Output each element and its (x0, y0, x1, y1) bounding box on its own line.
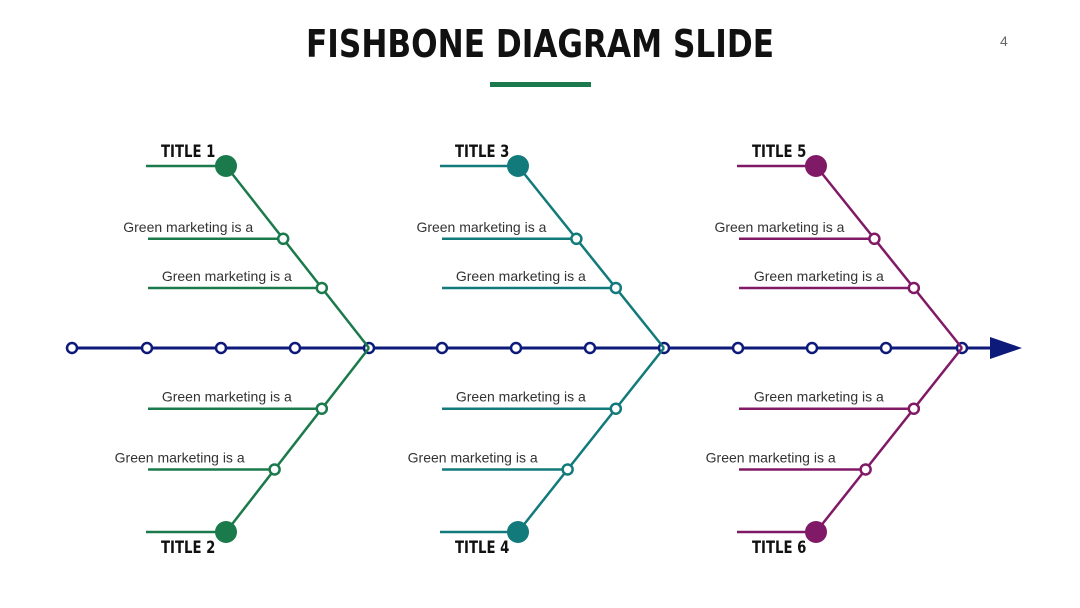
bone-diagonal (517, 347, 665, 533)
slide-title: FISHBONE DIAGRAM SLIDE (305, 22, 775, 66)
spine-node-12 (879, 341, 893, 355)
spine-node-4 (288, 341, 302, 355)
sub-branch-node (570, 232, 583, 246)
spine-node-1 (65, 341, 79, 355)
bone-end-dot (215, 155, 237, 177)
page-number: 4 (1000, 33, 1008, 49)
bone-title: TITLE 1 (161, 141, 215, 161)
sub-branch-label: Green marketing is a (408, 449, 538, 465)
sub-branch-label: Green marketing is a (123, 219, 253, 235)
sub-branch-node (859, 463, 872, 476)
bone-end-dot (805, 155, 827, 177)
spine-node-6 (435, 341, 449, 355)
bone-4: TITLE 4 Green marketing is a Green marketi… (408, 347, 665, 557)
bone-end-dot (215, 521, 237, 543)
sub-branch-node (276, 232, 290, 246)
bone-title: TITLE 4 (455, 537, 509, 557)
sub-branch-node (907, 402, 921, 415)
sub-branch-label: Green marketing is a (456, 268, 586, 284)
bone-diagonal (225, 347, 370, 533)
bone-title: TITLE 2 (161, 537, 215, 557)
bone-end-dot (507, 155, 529, 177)
sub-branch-label: Green marketing is a (456, 389, 586, 405)
spine-arrow-head (990, 337, 1022, 359)
spine-node-10 (731, 341, 745, 355)
sub-branch-node (561, 463, 574, 476)
bone-6: TITLE 6 Green marketing is a Green marketi… (706, 347, 963, 557)
spine-node-11 (805, 341, 819, 355)
sub-branch-node (907, 281, 921, 295)
spine-node-7 (509, 341, 523, 355)
sub-branch-node (268, 463, 281, 476)
sub-branch-node (315, 281, 329, 295)
sub-branch-node (609, 402, 623, 415)
spine-node-8 (583, 341, 597, 355)
bone-1: TITLE 1 Green marketing is a Green marketi… (123, 141, 370, 349)
sub-branch-node (315, 402, 329, 415)
sub-branch-label: Green marketing is a (416, 219, 546, 235)
sub-branch-label: Green marketing is a (714, 219, 844, 235)
bone-3: TITLE 3 Green marketing is a Green marketi… (416, 141, 665, 349)
bone-diagonal (517, 165, 665, 349)
spine-node-2 (140, 341, 154, 355)
bone-end-dot (805, 521, 827, 543)
bone-diagonal (815, 347, 963, 533)
bone-5: TITLE 5 Green marketing is a Green marketi… (714, 141, 963, 349)
sub-branch-label: Green marketing is a (162, 389, 292, 405)
sub-branch-node (609, 281, 623, 295)
spine-node-3 (214, 341, 228, 355)
bone-diagonal (225, 165, 370, 349)
bone-2: TITLE 2 Green marketing is a Green marketi… (115, 347, 370, 557)
bone-title: TITLE 3 (455, 141, 509, 161)
sub-branch-label: Green marketing is a (754, 268, 884, 284)
sub-branch-label: Green marketing is a (754, 389, 884, 405)
sub-branch-node (868, 232, 881, 246)
bone-title: TITLE 5 (752, 141, 806, 161)
bone-diagonal (815, 165, 963, 349)
bone-end-dot (507, 521, 529, 543)
title-underline (490, 82, 591, 87)
sub-branch-label: Green marketing is a (115, 449, 245, 465)
bone-title: TITLE 6 (752, 537, 806, 557)
sub-branch-label: Green marketing is a (162, 268, 292, 284)
sub-branch-label: Green marketing is a (706, 449, 836, 465)
